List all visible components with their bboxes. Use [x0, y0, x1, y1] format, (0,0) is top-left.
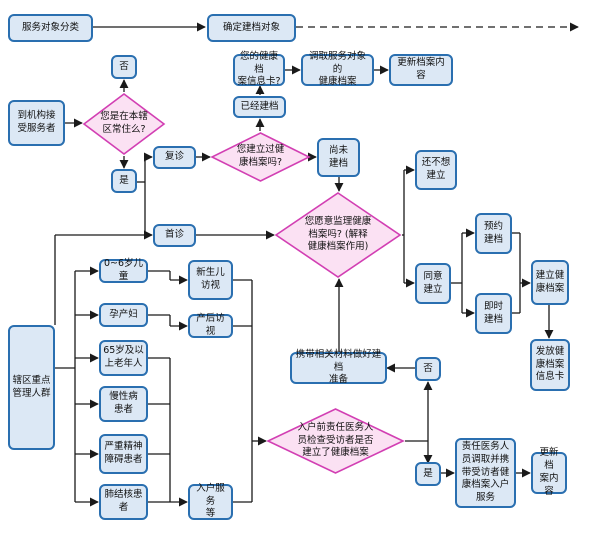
no2-box: 否: [415, 357, 441, 381]
pre-visit-decision-text: 入户前责任医务人 员检查受访者是否 建立了健康档案: [297, 421, 374, 459]
group-chronic: 慢性病 患者: [99, 386, 148, 422]
receive-box: 到机构接 受服务者: [8, 100, 65, 146]
build-box: 建立健 康档案: [531, 260, 569, 305]
issue-card-box: 发放健 康档案 信息卡: [530, 339, 570, 391]
not-created-box: 尚未 建档: [317, 138, 360, 177]
doctor-box: 责任医务人 员调取并携 带受访者健 康档案入户 服务: [455, 438, 516, 508]
postpartum-visit-box: 产后访视: [188, 313, 233, 338]
group-maternal: 孕产妇: [99, 303, 148, 327]
group-tb: 肺结核患 者: [99, 484, 148, 520]
resident-decision: 您是在本辖 区常住么?: [82, 92, 166, 156]
confirm-box: 确定建档对象: [207, 14, 296, 42]
home-service-box: 入户服务 等: [188, 483, 233, 520]
has-card-box: 您的健康档 案信息卡?: [233, 51, 285, 87]
group-child: 0~6岁儿童: [99, 258, 148, 283]
resident-decision-text: 您是在本辖 区常住么?: [100, 111, 148, 135]
retrieve-box: 调取服务对象的 健康档案: [301, 51, 374, 87]
update-box: 更新档案内容: [389, 54, 453, 86]
agree-box: 同意 建立: [415, 263, 451, 304]
no-box: 否: [111, 55, 137, 79]
pre-visit-decision: 入户前责任医务人 员检查受访者是否 建立了健康档案: [266, 407, 405, 475]
not-want-box: 还不想 建立: [415, 150, 457, 190]
willing-decision-text: 您愿意监理健康 档案吗? (解释 健康档案作用): [304, 215, 372, 253]
update2-box: 更新档 案内容: [531, 447, 567, 497]
newborn-visit-box: 新生儿 访视: [188, 260, 233, 300]
group-elderly: 65岁及以 上老年人: [99, 340, 148, 376]
bring-box: 携带相关材料做好建档 准备: [290, 349, 387, 385]
immediate-box: 即时 建档: [475, 293, 512, 334]
key-groups-box: 辖区重点 管理人群: [8, 325, 55, 450]
revisit-box: 复诊: [153, 146, 196, 169]
yes-box: 是: [111, 169, 137, 193]
yes2-box: 是: [415, 462, 441, 486]
record-created-decision-text: 您建立过健 康档案吗?: [236, 144, 285, 168]
classify-box: 服务对象分类: [8, 14, 93, 42]
group-mental: 严重精神 障碍患者: [99, 434, 148, 474]
first-visit-box: 首诊: [153, 224, 196, 247]
willing-decision: 您愿意监理健康 档案吗? (解释 健康档案作用): [274, 191, 402, 279]
created-box: 已经建档: [233, 96, 286, 118]
record-created-decision: 您建立过健 康档案吗?: [210, 131, 311, 183]
appointment-box: 预约 建档: [475, 213, 512, 254]
